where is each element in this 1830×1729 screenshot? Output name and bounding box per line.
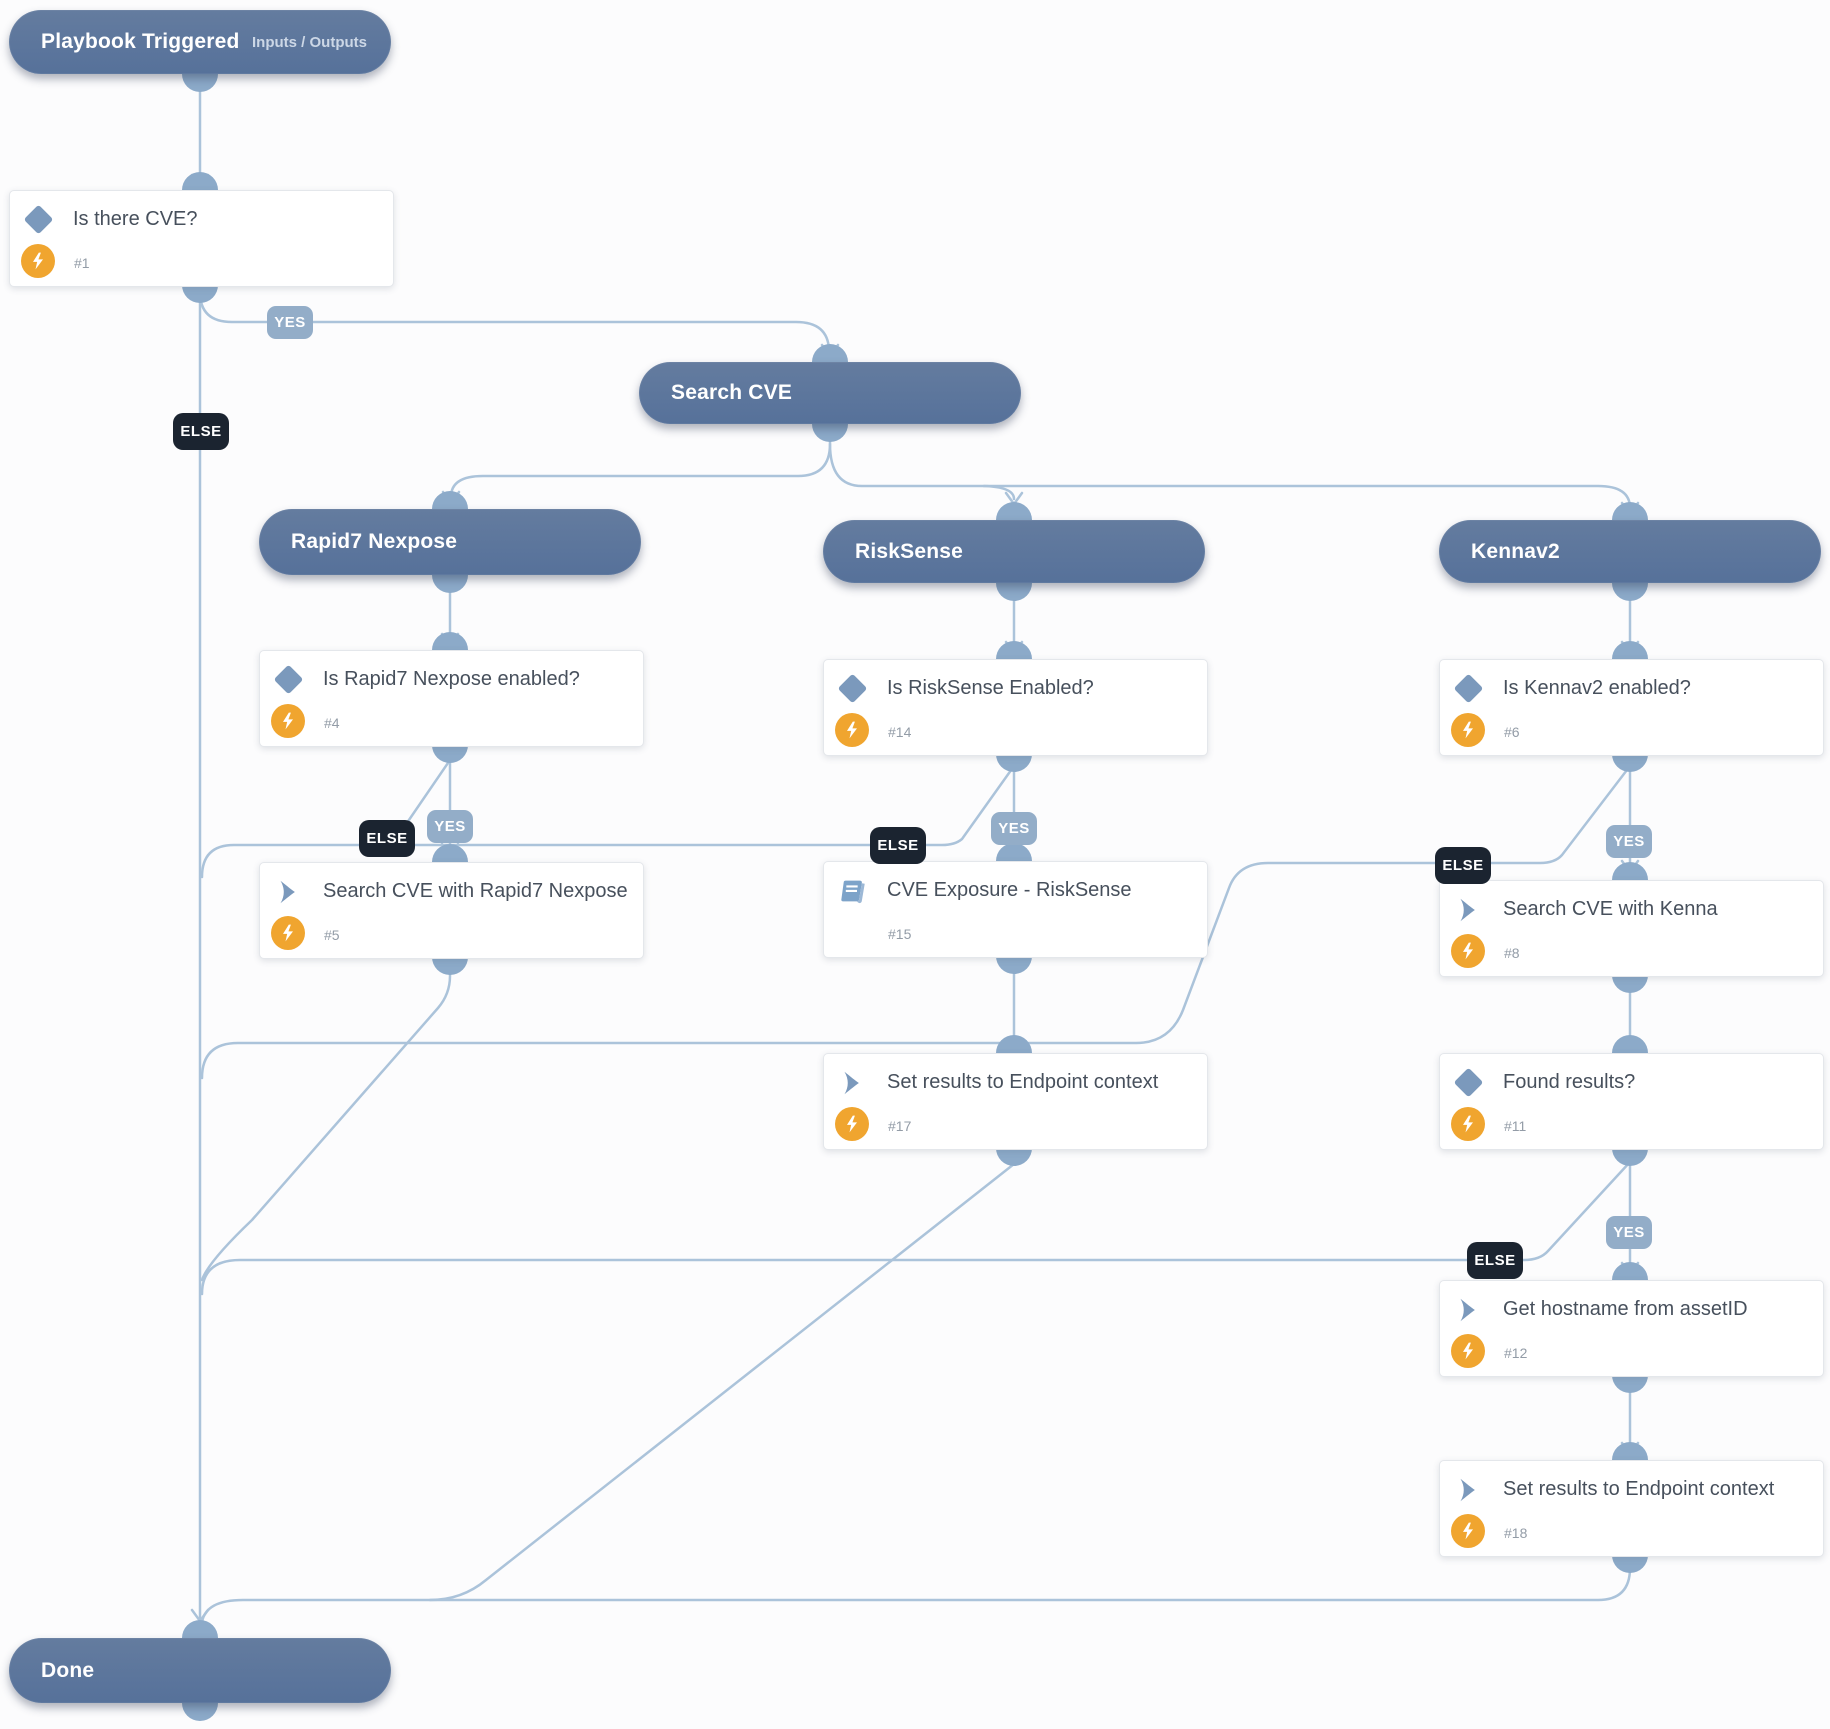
branch-label-yes[interactable]: YES <box>991 812 1037 845</box>
lightning-bolt-icon <box>835 1107 869 1141</box>
lightning-bolt-icon <box>21 244 55 278</box>
lightning-bolt-icon <box>271 916 305 950</box>
branch-label-else[interactable]: ELSE <box>359 820 415 857</box>
diamond-icon <box>1453 673 1484 704</box>
condition-node-is-kennav2-enabled[interactable]: Is Kennav2 enabled? #6 <box>1439 659 1824 756</box>
double-chevron-icon <box>1453 1295 1483 1325</box>
branch-label-yes[interactable]: YES <box>267 306 313 339</box>
lightning-bolt-icon <box>1451 934 1485 968</box>
diamond-icon <box>1453 1067 1484 1098</box>
start-node-playbook-triggered[interactable]: Playbook Triggered Inputs / Outputs <box>9 10 391 74</box>
subplaybook-node-cve-exposure-risksense[interactable]: CVE Exposure - RiskSense #15 <box>823 861 1208 958</box>
node-number: #11 <box>1504 1118 1527 1134</box>
node-title: Search CVE <box>671 381 793 404</box>
node-title: Done <box>41 1658 95 1682</box>
lightning-bolt-icon <box>271 704 305 738</box>
node-number: #15 <box>888 926 912 942</box>
branch-label-else[interactable]: ELSE <box>870 827 926 864</box>
node-title: Rapid7 Nexpose <box>291 530 458 553</box>
lightning-bolt-icon <box>835 713 869 747</box>
inputs-outputs-link[interactable]: Inputs / Outputs <box>252 33 367 51</box>
node-title: Found results? <box>1503 1071 1636 1093</box>
node-number: #8 <box>1504 945 1520 961</box>
node-number: #1 <box>74 255 90 271</box>
branch-label-yes[interactable]: YES <box>427 810 473 843</box>
node-title: Playbook Triggered <box>41 30 240 53</box>
lightning-bolt-icon <box>1451 1107 1485 1141</box>
node-title: Is Kennav2 enabled? <box>1503 677 1691 699</box>
branch-label-yes[interactable]: YES <box>1606 825 1652 858</box>
node-title: Is Rapid7 Nexpose enabled? <box>323 668 580 690</box>
lightning-bolt-icon <box>1451 713 1485 747</box>
condition-node-is-there-cve[interactable]: Is there CVE? #1 <box>9 190 394 287</box>
double-chevron-icon <box>273 877 303 907</box>
node-number: #14 <box>888 724 912 740</box>
node-title: Is there CVE? <box>73 208 198 230</box>
diamond-icon <box>273 664 304 695</box>
condition-node-found-results[interactable]: Found results? #11 <box>1439 1053 1824 1150</box>
node-title: Search CVE with Rapid7 Nexpose <box>323 880 628 902</box>
node-title: RiskSense <box>855 539 964 563</box>
node-number: #12 <box>1504 1345 1528 1361</box>
node-title: CVE Exposure - RiskSense <box>887 879 1132 901</box>
book-icon <box>837 876 867 906</box>
section-node-risksense[interactable]: RiskSense <box>823 520 1205 583</box>
lightning-bolt-icon <box>1451 1334 1485 1368</box>
section-node-rapid7-nexpose[interactable]: Rapid7 Nexpose <box>259 509 641 575</box>
condition-node-is-rapid7-enabled[interactable]: Is Rapid7 Nexpose enabled? #4 <box>259 650 644 747</box>
node-number: #5 <box>324 927 340 943</box>
double-chevron-icon <box>1453 895 1483 925</box>
node-number: #18 <box>1504 1525 1528 1541</box>
node-title: Kennav2 <box>1471 539 1560 563</box>
branch-label-else[interactable]: ELSE <box>173 413 229 450</box>
double-chevron-icon <box>1453 1475 1483 1505</box>
task-node-get-hostname[interactable]: Get hostname from assetID #12 <box>1439 1280 1824 1377</box>
node-number: #6 <box>1504 724 1520 740</box>
section-node-kennav2[interactable]: Kennav2 <box>1439 520 1821 583</box>
branch-label-else[interactable]: ELSE <box>1467 1242 1523 1279</box>
task-node-search-cve-kenna[interactable]: Search CVE with Kenna #8 <box>1439 880 1824 977</box>
node-title: Get hostname from assetID <box>1503 1298 1748 1320</box>
lightning-bolt-icon <box>1451 1514 1485 1548</box>
branch-label-yes[interactable]: YES <box>1606 1216 1652 1249</box>
diamond-icon <box>837 673 868 704</box>
node-title: Search CVE with Kenna <box>1503 898 1718 920</box>
node-number: #17 <box>888 1118 912 1134</box>
node-title: Is RiskSense Enabled? <box>887 677 1094 699</box>
node-title: Set results to Endpoint context <box>1503 1478 1775 1500</box>
task-node-set-results-risksense[interactable]: Set results to Endpoint context #17 <box>823 1053 1208 1150</box>
diamond-icon <box>23 204 54 235</box>
task-node-set-results-kenna[interactable]: Set results to Endpoint context #18 <box>1439 1460 1824 1557</box>
end-node-done[interactable]: Done <box>9 1638 391 1703</box>
branch-label-else[interactable]: ELSE <box>1435 847 1491 884</box>
condition-node-is-risksense-enabled[interactable]: Is RiskSense Enabled? #14 <box>823 659 1208 756</box>
node-title: Set results to Endpoint context <box>887 1071 1159 1093</box>
section-node-search-cve[interactable]: Search CVE <box>639 362 1021 424</box>
task-node-search-cve-rapid7[interactable]: Search CVE with Rapid7 Nexpose #5 <box>259 862 644 959</box>
double-chevron-icon <box>837 1068 867 1098</box>
node-number: #4 <box>324 715 340 731</box>
